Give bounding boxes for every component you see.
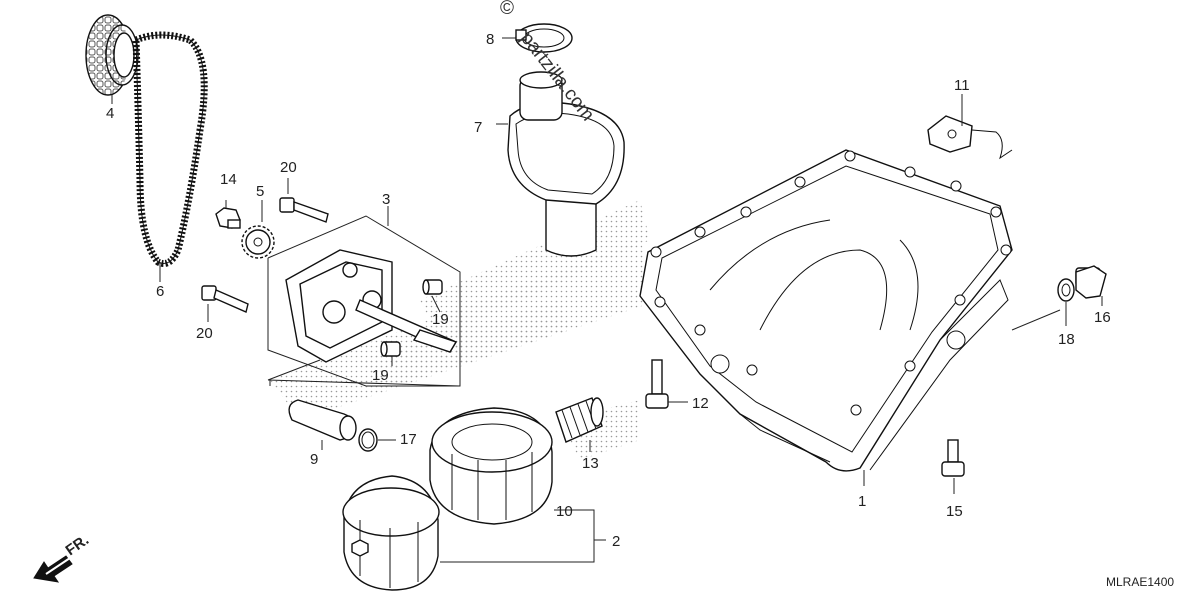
part-15-bolt	[941, 439, 965, 477]
part-17-o-ring	[358, 428, 378, 452]
part-4-sprocket	[85, 14, 139, 96]
callout-8: 8	[486, 31, 494, 48]
part-16-drain-bolt	[1075, 265, 1107, 299]
callout-9: 9	[310, 451, 318, 468]
callout-3: 3	[382, 191, 390, 208]
part-10-oil-filter	[429, 407, 553, 525]
callout-15: 15	[946, 503, 963, 520]
callout-6: 6	[156, 283, 164, 300]
part-19-pin-lower	[380, 341, 401, 357]
part-18-washer	[1057, 278, 1075, 302]
callout-16: 16	[1094, 309, 1111, 326]
part-12-bolt	[645, 359, 669, 409]
callout-11: 11	[954, 77, 970, 94]
callout-4: 4	[106, 105, 114, 122]
callout-20-lower: 20	[196, 325, 213, 342]
part-19-pin-upper	[422, 279, 443, 295]
callout-14: 14	[220, 171, 237, 188]
diagram-code: MLRAE1400	[1106, 575, 1174, 589]
callout-7: 7	[474, 119, 482, 136]
copyright-symbol: ©	[500, 0, 514, 19]
part-14-nut	[215, 207, 241, 229]
callout-1: 1	[858, 493, 866, 510]
callout-20-upper: 20	[280, 159, 297, 176]
part-13-threaded-fitting	[555, 397, 604, 443]
part-11-bracket	[927, 115, 1013, 160]
oil-pump-body	[285, 249, 458, 363]
part-7-strainer	[507, 71, 625, 257]
callout-18: 18	[1058, 331, 1075, 348]
part-6-chain	[132, 31, 208, 267]
front-direction-arrow-icon	[33, 555, 73, 583]
callout-5: 5	[256, 183, 264, 200]
callout-19-lower: 19	[372, 367, 389, 384]
part-1-oil-pan	[639, 149, 1013, 472]
part-8-clamp	[515, 23, 573, 53]
callout-12: 12	[692, 395, 709, 412]
callout-19-upper: 19	[432, 311, 449, 328]
leader-lines	[111, 37, 1103, 563]
part-5-gear	[241, 225, 275, 259]
part-20-bolt-lower	[201, 285, 249, 313]
direction-label: FR.	[63, 531, 93, 559]
callout-2: 2	[612, 533, 620, 550]
oil-filter-alt	[342, 475, 440, 591]
callout-10: 10	[556, 503, 573, 520]
part-9-relief-valve	[288, 399, 357, 441]
callout-17: 17	[400, 431, 417, 448]
part-20-bolt-upper	[279, 197, 329, 223]
callout-13: 13	[582, 455, 599, 472]
dotted-shading	[270, 200, 660, 460]
